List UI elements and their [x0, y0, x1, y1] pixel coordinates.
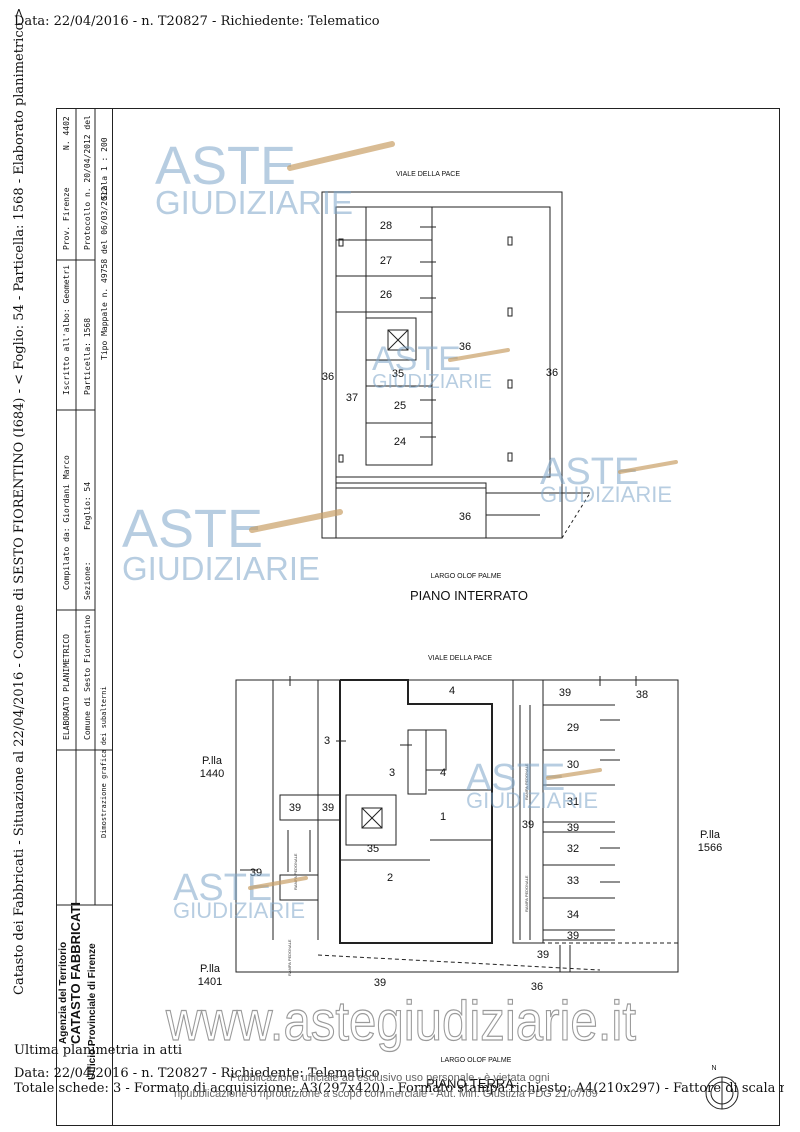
svg-text:GIUDIZIARIE: GIUDIZIARIE: [122, 550, 320, 587]
watermark-url: www.astegiudiziarie.it: [165, 989, 636, 1052]
basement-room-36-right: 36: [546, 367, 558, 379]
ground-room-39-top: 39: [559, 687, 571, 699]
svg-text:ASTE: ASTE: [122, 499, 263, 559]
ground-room-36: 36: [531, 981, 543, 993]
title-block-strip: [56, 108, 113, 1126]
plla-1566-label: P.lla: [700, 829, 721, 841]
ground-room-39-a: 39: [289, 802, 301, 814]
svg-text:ASTE: ASTE: [155, 136, 296, 196]
watermark-aste-6: ASTE GIUDIZIARIE: [173, 867, 308, 923]
ground-room-39-b: 39: [322, 802, 334, 814]
ground-room-34: 34: [567, 909, 579, 921]
ground-room-39-g: 39: [374, 977, 386, 989]
basement-room-26: 26: [380, 289, 392, 301]
ground-room-2: 2: [387, 872, 393, 884]
ground-room-31: 31: [567, 796, 579, 808]
watermark-aste-3: ASTE GIUDIZIARIE: [540, 451, 678, 507]
footer-ultima: Ultima planimetria in atti: [14, 1043, 182, 1058]
ground-street-bottom: LARGO OLOF PALME: [441, 1057, 512, 1064]
ground-room-35: 35: [367, 843, 379, 855]
ramp-label-4: RAMPA PEDONALE: [524, 875, 529, 912]
ramp-label-3: RAMPA PEDONALE: [524, 763, 529, 800]
ground-room-3-left: 3: [324, 735, 330, 747]
ground-room-39-d: 39: [567, 822, 579, 834]
basement-room-36-left: 36: [322, 371, 334, 383]
svg-text:ASTE: ASTE: [372, 340, 461, 378]
ground-room-1: 1: [440, 811, 446, 823]
document-header: Data: 22/04/2016 - n. T20827 - Richieden…: [14, 14, 380, 29]
plla-1440-number: 1440: [200, 768, 224, 780]
footer-overlay-line2: ripubblicazione o riproduzione a scopo c…: [174, 1088, 598, 1100]
svg-text:GIUDIZIARIE: GIUDIZIARIE: [173, 898, 305, 923]
ground-street-top: VIALE DELLA PACE: [428, 655, 492, 662]
basement-street-bottom: LARGO OLOF PALME: [431, 573, 502, 580]
ground-room-38: 38: [636, 689, 648, 701]
ground-room-29: 29: [567, 722, 579, 734]
svg-text:GIUDIZIARIE: GIUDIZIARIE: [372, 371, 492, 393]
basement-room-24: 24: [394, 436, 406, 448]
svg-text:GIUDIZIARIE: GIUDIZIARIE: [155, 184, 353, 221]
plla-1440-label: P.lla: [202, 755, 223, 767]
ground-room-32: 32: [567, 843, 579, 855]
ground-room-39-c: 39: [522, 819, 534, 831]
ramp-label-1: RAMPA PEDONALE: [293, 853, 298, 890]
ground-room-33: 33: [567, 875, 579, 887]
basement-room-36-bottom: 36: [459, 511, 471, 523]
basement-room-25: 25: [394, 400, 406, 412]
svg-text:GIUDIZIARIE: GIUDIZIARIE: [540, 482, 672, 507]
watermark-aste-5: ASTE GIUDIZIARIE: [466, 757, 602, 813]
basement-room-27: 27: [380, 255, 392, 267]
footer-totale: Totale schede: 3 - Formato di acquisizio…: [14, 1081, 784, 1096]
basement-room-28: 28: [380, 220, 392, 232]
basement-room-35: 35: [392, 368, 404, 380]
svg-text:GIUDIZIARIE: GIUDIZIARIE: [466, 788, 598, 813]
watermark-aste-1: ASTE GIUDIZIARIE: [155, 136, 395, 221]
ground-room-39-e: 39: [567, 930, 579, 942]
footer-data-line: Data: 22/04/2016 - n. T20827 - Richieden…: [14, 1066, 380, 1081]
ground-room-30: 30: [567, 759, 579, 771]
basement-street-top: VIALE DELLA PACE: [396, 171, 460, 178]
plla-1401-number: 1401: [198, 976, 222, 988]
basement-title: PIANO INTERRATO: [410, 588, 528, 603]
basement-room-36-center: 36: [459, 341, 471, 353]
north-indicator: N: [711, 1065, 716, 1072]
ground-room-4-center: 4: [440, 767, 446, 779]
footer-overlay-line1: Pubblicazione ufficiale ad esclusivo uso…: [230, 1072, 550, 1084]
plla-1401-label: P.lla: [200, 963, 221, 975]
ground-room-39-left: 39: [250, 867, 262, 879]
watermark-aste-2: ASTE GIUDIZIARIE: [372, 340, 510, 393]
ground-room-3-center: 3: [389, 767, 395, 779]
drawing-frame: [112, 108, 780, 1126]
ground-title: PIANO TERRA: [426, 1076, 514, 1091]
ground-room-4-top: 4: [449, 685, 455, 697]
basement-room-37: 37: [346, 392, 358, 404]
watermark-aste-4: ASTE GIUDIZIARIE: [122, 499, 343, 587]
ramp-label-2: RAMPA PEDONALE: [287, 939, 292, 976]
plla-1566-number: 1566: [698, 842, 722, 854]
ground-room-39-f: 39: [537, 949, 549, 961]
